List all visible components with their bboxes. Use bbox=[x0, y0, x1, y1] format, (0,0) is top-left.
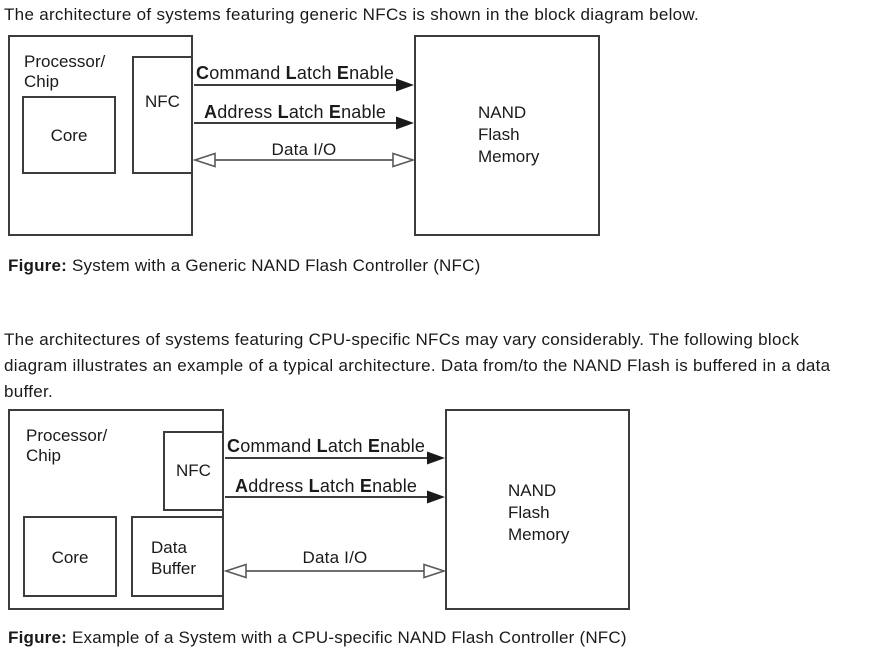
d1-nand-label-line3: Memory bbox=[478, 147, 540, 166]
d1-processor-label-line2: Chip bbox=[24, 72, 59, 91]
d2-nfc-box bbox=[163, 431, 224, 511]
d1-cle-label: Command Latch Enable bbox=[196, 63, 395, 83]
d2-nand-flash-memory-box bbox=[445, 409, 630, 610]
d1-cle-arrowhead bbox=[396, 78, 414, 92]
intro-paragraph-2: The architectures of systems featuring C… bbox=[4, 327, 830, 405]
d2-ale-bold-e: E bbox=[359, 476, 373, 496]
d1-ale-arrowhead bbox=[396, 116, 414, 130]
d1-nand-label-line2: Flash bbox=[478, 125, 520, 144]
figure-caption-2-label: Figure: bbox=[8, 628, 68, 647]
d1-nfc-box bbox=[132, 56, 193, 174]
figure-caption-1: Figure:System with a Generic NAND Flash … bbox=[8, 256, 480, 276]
intro2-line3: buffer. bbox=[4, 382, 54, 401]
d2-ale-arrowhead bbox=[427, 490, 445, 504]
d1-ale-bold-a: A bbox=[204, 102, 218, 122]
d2-processor-chip-label: Processor/ Chip bbox=[26, 426, 107, 466]
d1-cle-bold-l: L bbox=[285, 63, 297, 83]
d2-ale-bold-l: L bbox=[308, 476, 320, 496]
d2-ale-bold-a: A bbox=[235, 476, 249, 496]
intro2-line1: The architectures of systems featuring C… bbox=[4, 330, 800, 349]
intro-paragraph-1: The architecture of systems featuring ge… bbox=[4, 2, 699, 28]
figure-caption-1-label: Figure: bbox=[8, 256, 68, 275]
d2-data-buffer-label: Data Buffer bbox=[151, 537, 196, 579]
d1-dataio-label: Data I/O bbox=[271, 140, 337, 159]
d2-data-buffer-box bbox=[131, 516, 224, 597]
figure-caption-2: Figure:Example of a System with a CPU-sp… bbox=[8, 628, 627, 648]
d2-core-box bbox=[23, 516, 117, 597]
d2-cle-arrowhead bbox=[427, 451, 445, 465]
intro2-line2: diagram illustrates an example of a typi… bbox=[4, 356, 831, 375]
d2-cle-bold-e: E bbox=[367, 436, 381, 456]
d1-nand-flash-memory-label: NAND Flash Memory bbox=[478, 102, 539, 168]
d2-data-buffer-label-line2: Buffer bbox=[151, 559, 197, 578]
d2-ale-label: Address Latch Enable bbox=[235, 476, 418, 496]
d2-cle-bold-c: C bbox=[227, 436, 241, 456]
d2-processor-label-line2: Chip bbox=[26, 446, 61, 465]
d2-core-label: Core bbox=[51, 548, 89, 567]
d2-nand-label-line3: Memory bbox=[508, 525, 570, 544]
d2-cle-bold-l: L bbox=[316, 436, 328, 456]
d2-nfc-label: NFC bbox=[176, 461, 211, 480]
d1-core-label: Core bbox=[50, 126, 88, 145]
d1-nand-flash-memory-box bbox=[414, 35, 600, 236]
d1-cle-bold-c: C bbox=[196, 63, 210, 83]
d1-processor-label-line1: Processor/ bbox=[24, 52, 106, 71]
d1-cle-bold-e: E bbox=[336, 63, 350, 83]
d1-core-box bbox=[22, 96, 116, 174]
d1-ale-bold-l: L bbox=[277, 102, 289, 122]
d2-processor-label-line1: Processor/ bbox=[26, 426, 108, 445]
d1-nand-label-line1: NAND bbox=[478, 103, 527, 122]
d1-nfc-label: NFC bbox=[145, 92, 180, 111]
d2-nand-label-line2: Flash bbox=[508, 503, 550, 522]
figure-caption-2-text: Example of a System with a CPU-specific … bbox=[72, 628, 627, 647]
intro1-line: The architecture of systems featuring ge… bbox=[4, 5, 700, 24]
d1-processor-chip-label: Processor/ Chip bbox=[24, 52, 105, 92]
d2-dataio-label: Data I/O bbox=[302, 548, 368, 567]
d1-ale-bold-e: E bbox=[328, 102, 342, 122]
figure-caption-1-text: System with a Generic NAND Flash Control… bbox=[72, 256, 481, 275]
d2-nand-label-line1: NAND bbox=[508, 481, 557, 500]
d2-nand-flash-memory-label: NAND Flash Memory bbox=[508, 480, 569, 546]
d2-data-buffer-label-line1: Data bbox=[151, 538, 187, 557]
d1-ale-label: Address Latch Enable bbox=[204, 102, 387, 122]
d2-cle-label: Command Latch Enable bbox=[227, 436, 426, 456]
